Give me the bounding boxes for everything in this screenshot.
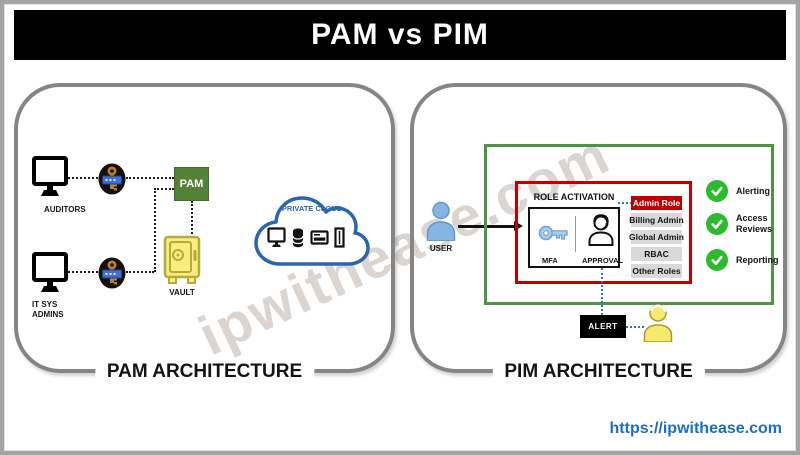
user-label: USER: [429, 244, 453, 253]
feature-label: Reporting: [736, 254, 779, 265]
cloud-server-icon: [310, 229, 329, 245]
role-activation-box: [515, 181, 692, 284]
feature-label: Alerting: [736, 185, 771, 196]
connector-dotted: [191, 201, 193, 234]
connector-dotted-blue: [601, 268, 603, 315]
pim-panel-caption: PIM ARCHITECTURE: [492, 361, 705, 383]
user-icon: [426, 201, 456, 241]
vault-icon: [163, 235, 201, 284]
role-item-admin: Admin Role: [631, 196, 682, 210]
cloud-tower-icon: [334, 226, 345, 248]
role-item-billing-admin: Billing Admin: [629, 213, 684, 227]
role-activation-title: ROLE ACTIVATION: [533, 192, 615, 202]
cloud-monitor-icon: [267, 226, 286, 247]
feature-access-reviews: Access Reviews: [706, 213, 788, 235]
alerted-admin-icon: [643, 304, 673, 342]
mfa-approval-box: MFA APPROVAL: [528, 207, 624, 268]
role-item-other-roles: Other Roles: [631, 264, 682, 278]
credential-key-icon: [98, 257, 126, 289]
connector-dotted: [68, 271, 98, 273]
cloud-database-icon: [292, 227, 304, 247]
page-title: PAM vs PIM: [14, 10, 786, 60]
connector-dotted: [154, 188, 174, 190]
role-item-global-admin: Global Admin: [629, 230, 684, 244]
connector-dotted: [126, 177, 174, 179]
mfa-key-icon: [538, 225, 568, 241]
user-arrow-head: [514, 221, 523, 231]
mfa-label: MFA: [542, 256, 558, 265]
feature-alerting: Alerting: [706, 180, 788, 202]
auditors-monitor-icon: [32, 156, 68, 196]
user-arrow: [458, 225, 516, 228]
connector-dotted-blue: [618, 202, 632, 204]
pim-governance-box: [484, 144, 774, 305]
approval-person-icon: [588, 214, 614, 246]
approval-label: APPROVAL: [582, 256, 624, 265]
connector-dotted: [154, 188, 156, 272]
divider: [575, 216, 576, 252]
website-link[interactable]: https://ipwithease.com: [609, 420, 782, 437]
feature-label: Access Reviews: [736, 213, 773, 234]
connector-dotted-blue: [626, 326, 644, 328]
pam-server-box: PAM: [174, 167, 209, 201]
alert-box: ALERT: [580, 315, 626, 338]
auditors-label: AUDITORS: [44, 205, 86, 214]
vault-label: VAULT: [169, 288, 195, 297]
role-item-rbac: RBAC: [631, 247, 682, 261]
pam-architecture-panel: AUDITORS IT SYS ADMINS: [14, 83, 395, 383]
check-icon: [706, 213, 728, 235]
pim-architecture-panel: USER ROLE ACTIVATION MFA APPROVAL: [410, 83, 788, 383]
it-admins-label: IT SYS ADMINS: [32, 300, 64, 319]
check-icon: [706, 180, 728, 202]
feature-reporting: Reporting: [706, 249, 788, 271]
check-icon: [706, 249, 728, 271]
connector-dotted: [126, 271, 154, 273]
private-cloud-label: PRIVATE CLOUD: [281, 204, 343, 213]
credential-key-icon: [98, 163, 126, 195]
pam-panel-caption: PAM ARCHITECTURE: [94, 361, 315, 383]
cloud-resources: [267, 225, 367, 249]
it-admins-monitor-icon: [32, 252, 68, 292]
connector-dotted: [68, 177, 98, 179]
